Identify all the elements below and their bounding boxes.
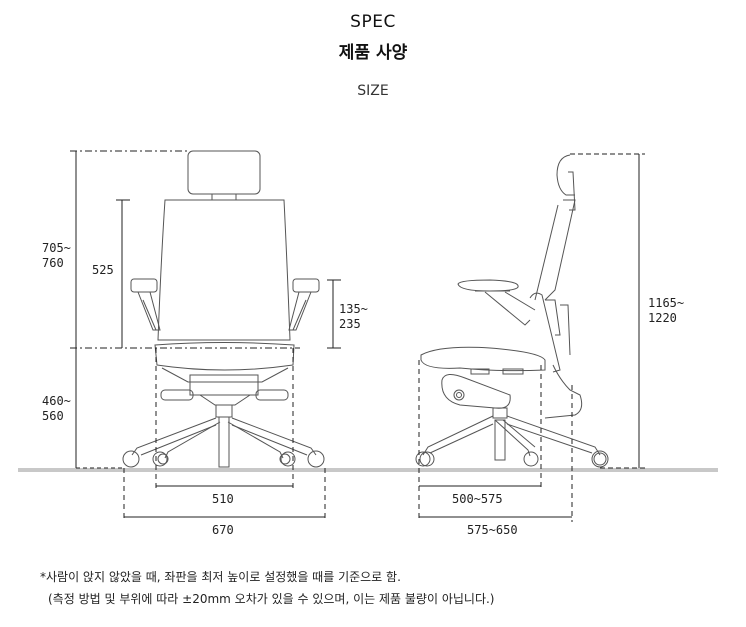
total-height-label-2: 1220 xyxy=(648,311,677,325)
backrest-height-label: 525 xyxy=(92,263,114,277)
floor-line xyxy=(18,468,718,472)
front-view-dimensions xyxy=(70,150,341,522)
note-line-2: (측정 방법 및 부위에 따라 ±20mm 오차가 있을 수 있으며, 이는 제… xyxy=(48,592,495,606)
note-line-1: *사람이 앉지 않았을 때, 좌판을 최저 높이로 설정했을 때를 기준으로 함… xyxy=(40,570,401,584)
armrest-height-label-2: 235 xyxy=(339,317,361,331)
front-view-chair xyxy=(122,150,325,468)
base-width-label: 670 xyxy=(212,523,234,537)
measurement-notes: *사람이 앉지 않았을 때, 좌판을 최저 높이로 설정했을 때를 기준으로 함… xyxy=(40,566,495,610)
total-height-label-1: 1165~ xyxy=(648,296,684,310)
product-spec-title: 제품 사양 xyxy=(338,43,408,63)
seat-depth-label: 500~575 xyxy=(452,492,503,506)
seat-height-label-2: 560 xyxy=(42,409,64,423)
side-view-chair xyxy=(415,154,609,468)
seat-height-label-1: 460~ xyxy=(42,394,71,408)
size-subtitle: SIZE xyxy=(357,83,389,99)
back-height-label-1: 705~ xyxy=(42,241,71,255)
seat-width-label: 510 xyxy=(212,492,234,506)
spec-title: SPEC xyxy=(350,12,396,32)
base-depth-label: 575~650 xyxy=(467,523,518,537)
armrest-height-label-1: 135~ xyxy=(339,302,368,316)
back-height-label-2: 760 xyxy=(42,256,64,270)
side-view-dimensions xyxy=(418,153,645,522)
